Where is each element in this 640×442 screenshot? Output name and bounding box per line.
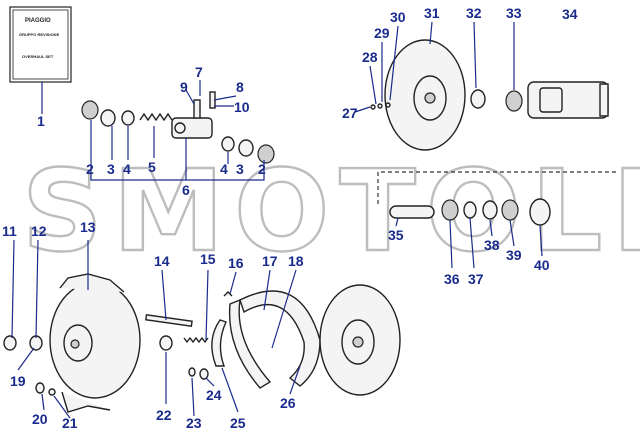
label-3-left: 3 [107, 161, 115, 177]
label-4-right: 4 [220, 161, 228, 177]
label-20: 20 [32, 411, 48, 427]
label-38: 38 [484, 237, 500, 253]
label-6: 6 [182, 182, 190, 198]
label-1: 1 [37, 113, 45, 129]
label-10: 10 [234, 99, 250, 115]
label-2-right: 2 [258, 161, 266, 177]
label-28: 28 [362, 49, 378, 65]
label-22: 22 [156, 407, 172, 423]
label-16: 16 [228, 255, 244, 271]
label-40: 40 [534, 257, 550, 273]
axle-parts [389, 198, 551, 226]
overhaul-booklet: PIAGGIO GRUPPO REVISIONE OVERHAUL SET [9, 6, 72, 83]
label-34: 34 [562, 6, 578, 22]
rear-hub-parts [370, 81, 609, 119]
booklet-brand: PIAGGIO [25, 18, 51, 24]
label-30: 30 [390, 9, 406, 25]
shoe-springs [145, 291, 233, 380]
label-31: 31 [424, 5, 440, 21]
label-7: 7 [195, 64, 203, 80]
backing-plate [319, 284, 401, 396]
left-hardware [3, 335, 56, 396]
rear-backing-plate [384, 39, 466, 151]
brake-shoes [228, 290, 321, 389]
part-number-labels: 1 2 3 4 5 6 7 8 9 10 4 3 2 11 12 13 14 1… [2, 5, 578, 431]
label-25: 25 [230, 415, 246, 431]
wheel-cylinder-parts [81, 91, 275, 164]
label-18: 18 [288, 253, 304, 269]
label-39: 39 [506, 247, 522, 263]
label-14: 14 [154, 253, 170, 269]
label-19: 19 [10, 373, 26, 389]
label-27: 27 [342, 105, 358, 121]
label-2-left: 2 [86, 161, 94, 177]
label-8: 8 [236, 79, 244, 95]
label-3-right: 3 [236, 161, 244, 177]
label-24: 24 [206, 387, 222, 403]
brake-drum [49, 273, 141, 413]
booklet-line1: GRUPPO REVISIONE [19, 32, 60, 37]
label-33: 33 [506, 5, 522, 21]
label-17: 17 [262, 253, 278, 269]
label-11: 11 [2, 223, 17, 239]
label-4-left: 4 [123, 161, 131, 177]
label-21: 21 [62, 415, 78, 431]
leader-lines [11, 21, 543, 419]
label-29: 29 [374, 25, 390, 41]
booklet-line2: OVERHAUL SET [22, 54, 54, 59]
label-26: 26 [280, 395, 296, 411]
label-23: 23 [186, 415, 202, 431]
label-36: 36 [444, 271, 460, 287]
label-35: 35 [388, 227, 404, 243]
label-5: 5 [148, 159, 156, 175]
label-15: 15 [200, 251, 216, 267]
assembly-connector-line [377, 171, 616, 206]
label-12: 12 [31, 223, 47, 239]
label-37: 37 [468, 271, 484, 287]
label-9: 9 [180, 79, 188, 95]
label-13: 13 [80, 219, 96, 235]
label-32: 32 [466, 5, 482, 21]
